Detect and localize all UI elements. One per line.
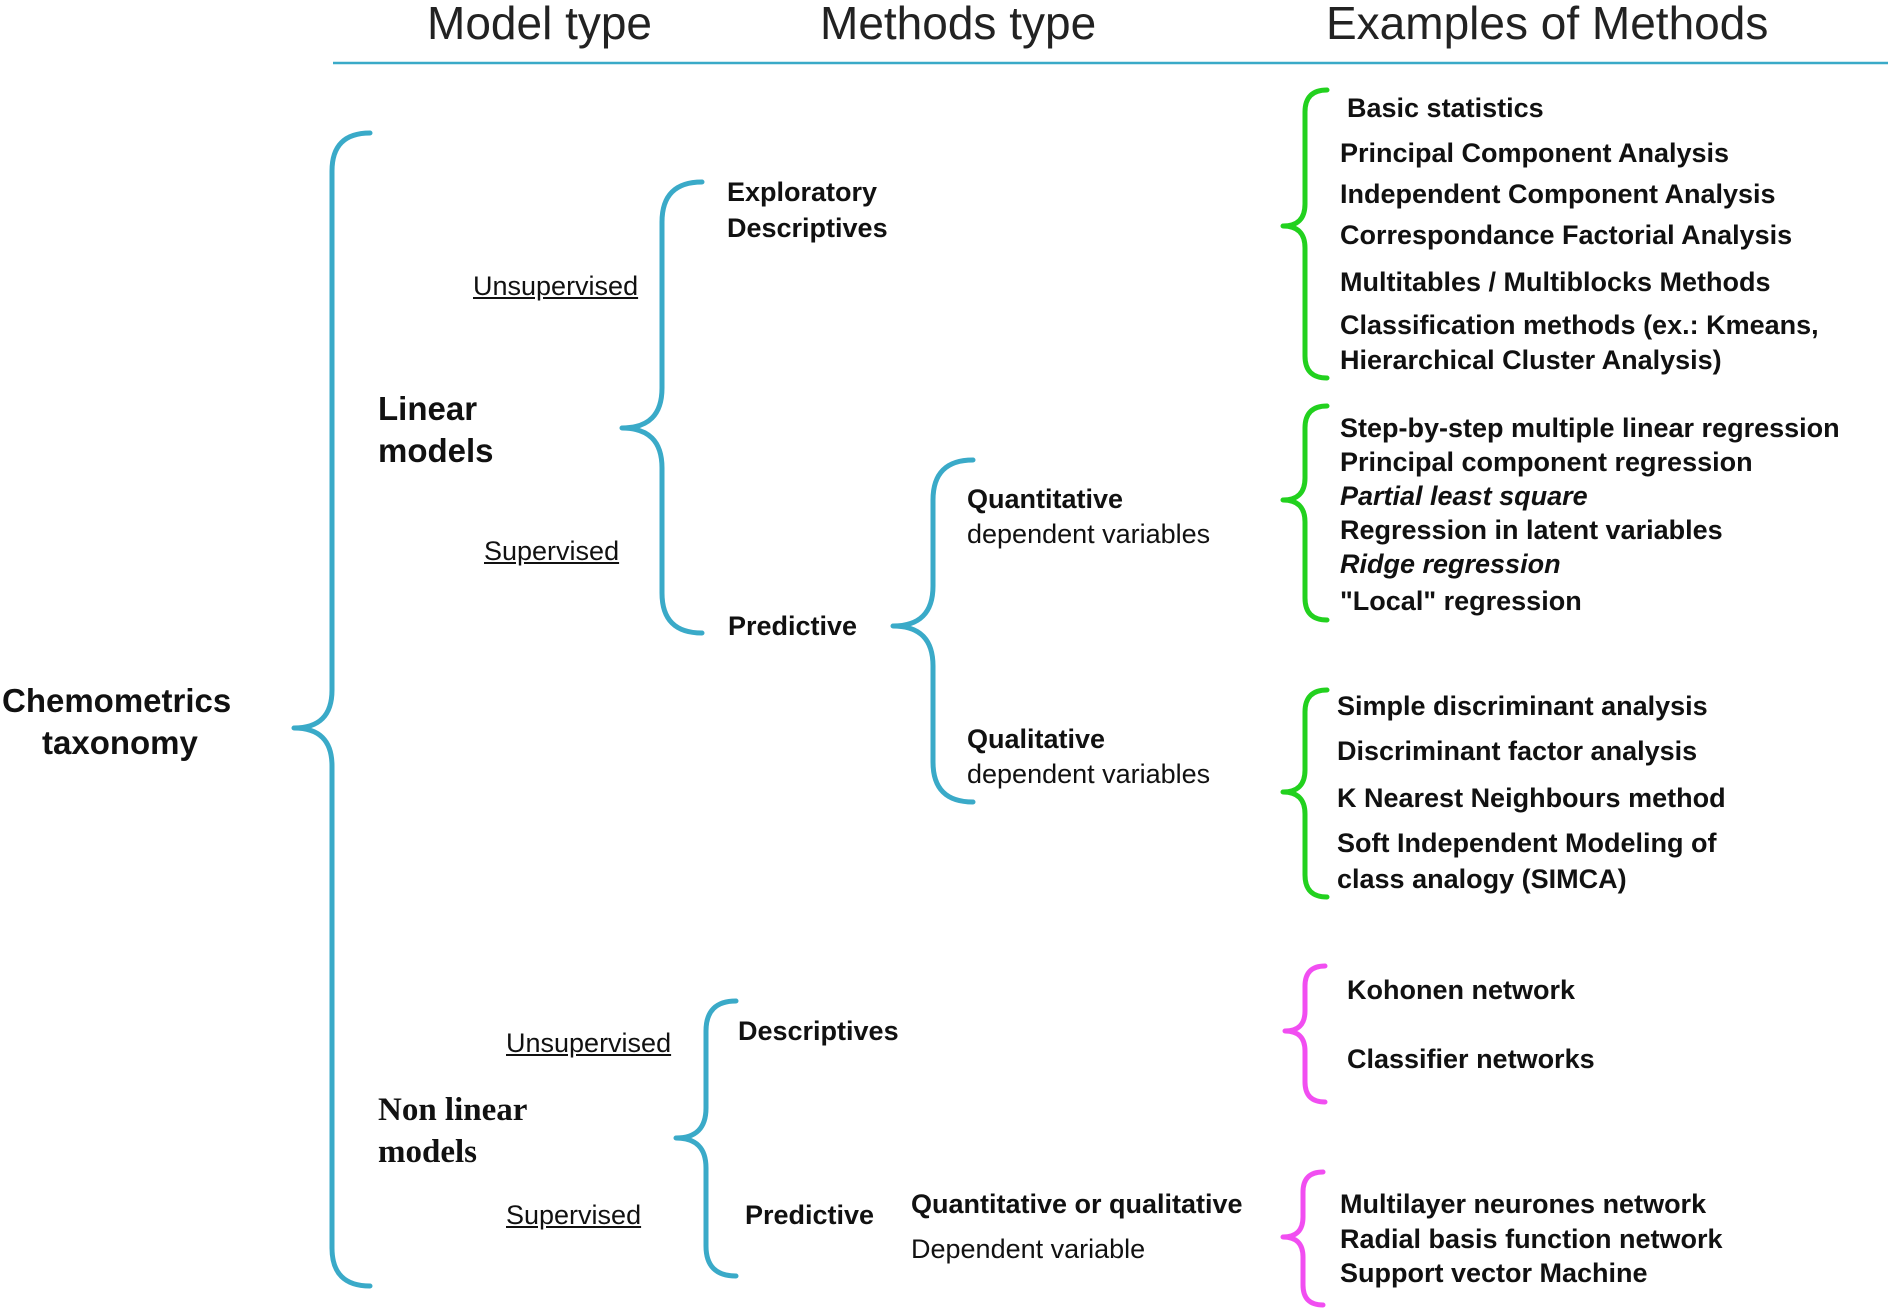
header-methods-type: Methods type	[820, 0, 1097, 49]
linear-unsupervised-label: Unsupervised	[473, 271, 639, 301]
brace-root	[291, 130, 373, 1289]
root-label: Chemometrics taxonomy	[2, 680, 231, 764]
example-item: Principal Component Analysis	[1340, 138, 1730, 168]
example-item: Discriminant factor analysis	[1337, 736, 1698, 766]
nonlinear-supervised-label: Supervised	[506, 1200, 642, 1230]
quantitative-label: Quantitative dependent variables	[967, 482, 1210, 552]
exploratory-line1: Exploratory	[727, 177, 878, 207]
example-item: Basic statistics	[1347, 93, 1544, 123]
linear-models-line2: models	[378, 432, 494, 469]
quantitative-title: Quantitative	[967, 484, 1124, 514]
exploratory-line2: Descriptives	[727, 213, 888, 243]
linear-supervised-label: Supervised	[484, 536, 620, 566]
example-item: Soft Independent Modeling of	[1337, 828, 1717, 858]
brace-examples-exploratory	[1280, 87, 1330, 381]
example-item: Correspondance Factorial Analysis	[1340, 220, 1793, 250]
example-item: class analogy (SIMCA)	[1337, 864, 1627, 894]
qualitative-title: Qualitative	[967, 724, 1106, 754]
example-item: K Nearest Neighbours method	[1337, 783, 1726, 813]
header-examples: Examples of Methods	[1326, 0, 1769, 49]
example-item: Regression in latent variables	[1340, 515, 1723, 545]
example-item: Ridge regression	[1340, 549, 1561, 579]
exploratory-descriptives-label: Exploratory Descriptives	[727, 174, 888, 246]
example-item: Independent Component Analysis	[1340, 179, 1776, 209]
example-item: Partial least square	[1340, 481, 1588, 511]
example-item: Hierarchical Cluster Analysis)	[1340, 345, 1722, 375]
example-item: Classifier networks	[1347, 1044, 1595, 1074]
nonlinear-models-line2: models	[378, 1134, 477, 1170]
nonlinear-predictive-label: Predictive	[745, 1200, 875, 1230]
qualitative-label: Qualitative dependent variables	[967, 722, 1210, 792]
nonlinear-descriptives-label: Descriptives	[738, 1016, 899, 1046]
nonlinear-dependent-label: Dependent variable	[911, 1234, 1146, 1264]
root-label-line1: Chemometrics	[2, 682, 232, 719]
example-item: Principal component regression	[1340, 447, 1753, 477]
example-item: Multitables / Multiblocks Methods	[1340, 267, 1771, 297]
root-label-line2: taxonomy	[42, 724, 198, 761]
brace-linear-predictive	[890, 457, 976, 805]
nonlinear-models-label: Non linear models	[378, 1089, 527, 1173]
brace-nonlinear	[673, 998, 739, 1279]
nonlinear-quant-or-qual-label: Quantitative or qualitative	[911, 1189, 1243, 1219]
linear-models-line1: Linear	[378, 390, 478, 427]
qualitative-sub: dependent variables	[967, 759, 1211, 789]
brace-linear	[619, 179, 705, 636]
example-item: Kohonen network	[1347, 975, 1575, 1005]
brace-examples-qualitative	[1280, 687, 1330, 900]
example-item: Support vector Machine	[1340, 1258, 1648, 1288]
linear-predictive-label: Predictive	[728, 611, 858, 641]
quantitative-sub: dependent variables	[967, 519, 1211, 549]
linear-models-label: Linear models	[378, 388, 494, 472]
example-item: Step-by-step multiple linear regression	[1340, 413, 1840, 443]
brace-examples-quantitative	[1280, 403, 1330, 623]
header-model-type: Model type	[427, 0, 653, 49]
nonlinear-models-line1: Non linear	[378, 1092, 528, 1128]
nonlinear-unsupervised-label: Unsupervised	[506, 1028, 672, 1058]
example-item: Classification methods (ex.: Kmeans,	[1340, 310, 1819, 340]
example-item: "Local" regression	[1340, 586, 1582, 616]
brace-examples-nl-predictive	[1280, 1169, 1326, 1308]
example-item: Multilayer neurones network	[1340, 1189, 1707, 1219]
example-item: Simple discriminant analysis	[1337, 691, 1708, 721]
brace-examples-nl-descriptive	[1282, 963, 1328, 1105]
example-item: Radial basis function network	[1340, 1224, 1723, 1254]
